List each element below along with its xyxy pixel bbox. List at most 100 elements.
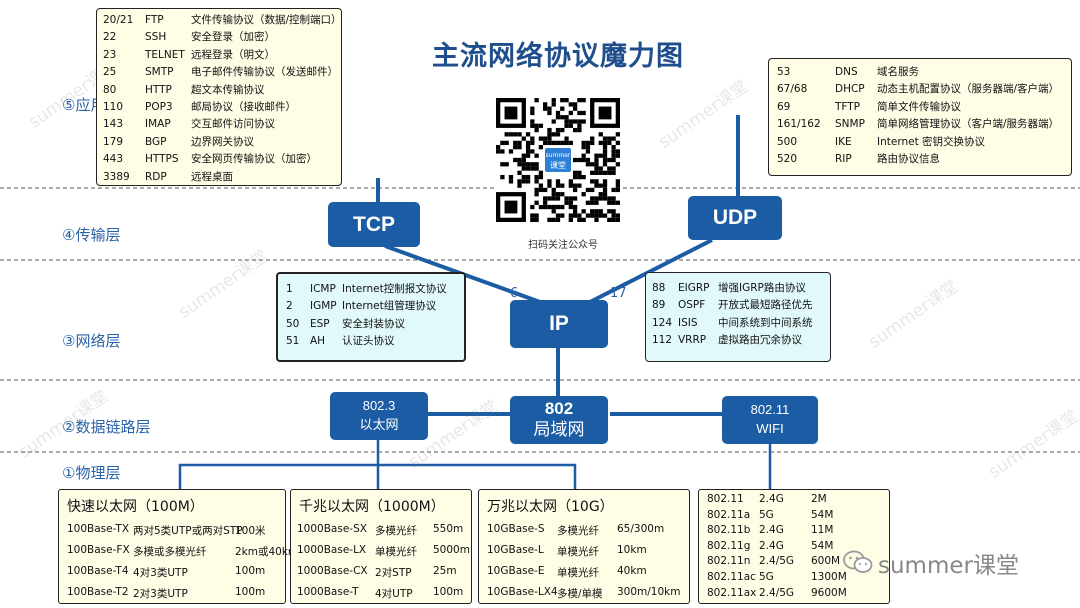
qr-module	[590, 140, 595, 146]
qr-module	[590, 162, 595, 167]
qr-module	[525, 166, 531, 171]
tcp-protocol-row-desc: 远程登录（明文）	[191, 48, 275, 61]
qr-module	[525, 179, 531, 184]
qr-module	[577, 174, 582, 180]
qr-module	[598, 209, 603, 214]
qr-module	[615, 149, 620, 154]
qr-module	[590, 187, 595, 193]
qr-module	[496, 149, 501, 154]
qr-module	[551, 196, 556, 201]
qr-module	[504, 140, 509, 146]
qr-module	[568, 123, 573, 128]
fast-ethernet-row-media: 2对3类UTP	[133, 588, 188, 600]
ten-gig-ethernet-row-media: 单模光纤	[557, 546, 599, 558]
qr-module	[547, 110, 552, 116]
qr-module	[615, 200, 620, 205]
qr-module	[615, 132, 620, 137]
qr-module	[517, 132, 522, 137]
qr-module	[564, 200, 569, 205]
wifi-standard-row-band: 5G	[759, 571, 774, 583]
tcp-protocol-row-desc: 电子邮件传输协议（发送邮件）	[191, 66, 338, 79]
qr-module	[602, 213, 608, 218]
qr-module	[517, 140, 522, 146]
qr-module	[577, 170, 582, 175]
wifi-standard-row-rate: 1300M	[811, 571, 847, 583]
qr-module	[530, 204, 535, 210]
qr-module	[547, 183, 552, 188]
qr-module	[577, 123, 582, 128]
ip-protocol-row-name: ESP	[310, 317, 330, 330]
qr-module	[508, 132, 514, 137]
qr-module	[496, 145, 501, 150]
qr-module	[517, 162, 522, 167]
qr-module	[517, 145, 522, 150]
qr-module	[508, 179, 514, 184]
ten-gig-ethernet-row-dist: 40km	[617, 565, 647, 577]
qr-module	[615, 179, 620, 184]
qr-module	[530, 166, 535, 171]
qr-module	[572, 170, 578, 175]
qr-module	[513, 145, 518, 150]
qr-module	[611, 200, 616, 205]
qr-module	[534, 166, 539, 171]
tcp-protocol-row-port: 20/21	[103, 14, 134, 26]
qr-module	[594, 166, 599, 171]
ip-protocol-row-name: ICMP	[310, 283, 336, 295]
udp-protocol-row-desc: 域名服务	[877, 66, 919, 78]
qr-module	[517, 183, 522, 188]
qr-module	[590, 213, 595, 218]
connector-eth-10g	[378, 463, 577, 489]
qr-module	[568, 119, 573, 124]
tcp-protocol-row-name: BGP	[145, 135, 167, 148]
qr-module	[564, 123, 569, 128]
qr-module	[602, 196, 608, 201]
qr-module	[577, 183, 582, 188]
qr-finder-pattern	[504, 200, 518, 214]
qr-module	[500, 140, 505, 146]
qr-code-image	[496, 98, 620, 222]
qr-module	[615, 140, 620, 146]
qr-module	[572, 196, 578, 201]
qr-module	[590, 170, 595, 175]
qr-module	[581, 209, 586, 214]
qr-module	[581, 145, 586, 150]
qr-module	[521, 179, 526, 184]
fast-ethernet-row-std: 100Base-TX	[67, 523, 130, 535]
brand-watermark: summer课堂	[878, 553, 1019, 579]
ip-protocol-row-name: EIGRP	[678, 282, 710, 294]
wifi-standard-row-std: 802.11n	[707, 555, 751, 568]
qr-module	[602, 140, 608, 146]
qr-module	[572, 174, 578, 180]
ethernet-node-name: 以太网	[359, 417, 399, 432]
qr-module	[594, 157, 599, 163]
qr-module	[607, 136, 612, 141]
qr-module	[525, 140, 531, 146]
qr-module	[572, 204, 578, 210]
qr-module	[577, 213, 582, 218]
qr-module	[607, 157, 612, 163]
qr-module	[602, 183, 608, 188]
tcp-protocol-row-desc: 邮局协议（接收邮件）	[191, 100, 296, 113]
qr-module	[543, 187, 548, 193]
connector-udp-ip	[589, 238, 713, 304]
ip-node: IP	[510, 300, 608, 348]
qr-module	[577, 119, 582, 124]
ten-gig-ethernet-row-std: 10GBase-E	[487, 565, 545, 577]
qr-module	[568, 196, 573, 201]
qr-module	[560, 140, 565, 146]
qr-module	[581, 140, 586, 146]
